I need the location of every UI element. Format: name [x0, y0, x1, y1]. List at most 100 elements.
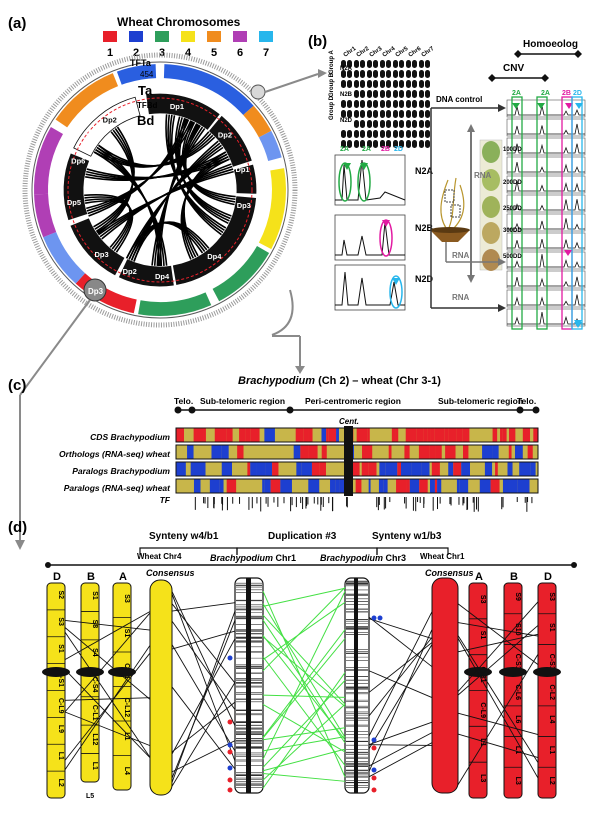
chrom-left-d-seg-5: L9: [57, 725, 64, 733]
wheat-left-3: [64, 612, 151, 713]
chr2-4-6: [425, 100, 430, 108]
track-border-1: [175, 444, 539, 460]
panel-c-title: Brachypodium (Ch 2) – wheat (Chr 3-1): [238, 375, 441, 387]
track-cell-0: [506, 428, 510, 442]
sector-label-7: Dp3: [94, 250, 108, 259]
legend-label-2: 2: [133, 47, 139, 59]
track-cell-3: [355, 479, 362, 493]
chrom-left-b-seg-3: C-S4: [91, 677, 98, 693]
track-cell-0: [434, 428, 445, 442]
syn-left-8: [171, 701, 236, 753]
syn-left-11: [171, 682, 236, 787]
syn-right-3: [368, 637, 433, 717]
syn-right-2: [368, 732, 433, 767]
track-cell-2: [376, 462, 380, 476]
chr-4-1: [354, 100, 359, 108]
track-label-2: Paralogs Brachypodium: [72, 466, 170, 476]
chr-5-2: [367, 110, 372, 118]
arrow-pink: [565, 103, 573, 109]
dup-line-3: [262, 591, 346, 760]
chr-7-5: [406, 130, 411, 138]
syn-right-0: [368, 618, 433, 640]
sector-label-12: Dp6: [123, 105, 137, 114]
track-cell-1: [293, 445, 301, 459]
rna-trace-stack: [506, 96, 586, 330]
marker-dot-5: [227, 777, 233, 783]
chr-header-6: Chr7: [421, 46, 436, 59]
chr-7-3: [380, 130, 385, 138]
track-cell-2: [439, 462, 449, 476]
chr2-0-3: [386, 60, 391, 68]
sector-label-3: Dp3: [237, 201, 251, 210]
track-cell-3: [387, 479, 397, 493]
left-header-D: D: [53, 571, 61, 583]
track-cell-0: [259, 428, 265, 442]
syn-right-7: [368, 616, 433, 668]
rna-box-6: [506, 213, 586, 232]
track-cell-3: [529, 479, 534, 493]
chrom-left-a-seg-3: C-L12: [123, 698, 130, 718]
consensus-right-label: Consensus: [425, 568, 474, 578]
chr-4-6: [419, 100, 424, 108]
chr2-6-3: [386, 120, 391, 128]
track-cell-0: [326, 428, 329, 442]
link-5-3: [180, 158, 230, 260]
wheat-left-7: [64, 611, 151, 660]
track-cell-1: [468, 445, 478, 459]
track-cell-2: [176, 462, 186, 476]
track-cell-0: [391, 428, 396, 442]
track-cell-3: [226, 479, 237, 493]
chr-header-0: Chr1: [343, 46, 358, 59]
chrom-right-b-seg-1: S10: [514, 623, 521, 636]
rna-trace-2: [507, 143, 585, 154]
syn-right-11: [368, 670, 433, 698]
sector-label-1: Dp2: [218, 131, 232, 140]
track-cell-0: [312, 428, 322, 442]
track-cell-3: [361, 479, 369, 493]
nulli-label-2a: N2A: [415, 166, 434, 176]
track-cell-1: [511, 445, 515, 459]
chr-4-2: [367, 100, 372, 108]
legend-label-6: 6: [237, 47, 243, 59]
chrom-left-a-seg-1: S1: [123, 629, 130, 638]
track-cell-0: [295, 428, 304, 442]
panel-c-label: (c): [8, 377, 26, 394]
chr-header-2: Chr3: [369, 46, 384, 59]
legend-label-5: 5: [211, 47, 217, 59]
dup-line-12: [262, 773, 346, 782]
wheat-left-6: [64, 620, 151, 631]
track-cell-2: [385, 462, 398, 476]
bd-sector-1: [208, 115, 252, 167]
track-cell-1: [527, 445, 533, 459]
svg-text:Group B: Group B: [329, 72, 335, 97]
track-cell-3: [502, 479, 510, 493]
chrom-left-d-seg-7: L2: [57, 779, 64, 787]
marker-dot-13: [371, 787, 377, 793]
arrow-blue-b1: [574, 322, 582, 328]
track-cell-0: [214, 428, 227, 442]
chr-1-4: [393, 70, 398, 78]
track-cell-0: [478, 428, 484, 442]
track-cell-3: [270, 479, 281, 493]
track-cell-2: [397, 462, 401, 476]
rna-trace-7: [507, 238, 585, 249]
chr2-6-5: [412, 120, 417, 128]
right-header-B: B: [510, 571, 518, 583]
track-cell-3: [262, 479, 265, 493]
track-cell-0: [427, 428, 431, 442]
track-cell-2: [185, 462, 191, 476]
chr-3-1: [354, 90, 359, 98]
chr-2-4: [393, 80, 398, 88]
track-cell-2: [492, 462, 496, 476]
track-cell-0: [456, 428, 463, 442]
syn-right-6: [368, 744, 433, 746]
connector-a-to-c: [271, 289, 305, 374]
track-cell-1: [429, 445, 436, 459]
track-cell-3: [434, 479, 438, 493]
homoeolog-label: Homoeolog: [523, 39, 578, 50]
chr-1-6: [419, 70, 424, 78]
rna-trace-8: [507, 254, 585, 268]
marker-dot-1: [227, 719, 233, 725]
bd-sector-6: [63, 153, 90, 221]
track-cell-2: [472, 462, 476, 476]
